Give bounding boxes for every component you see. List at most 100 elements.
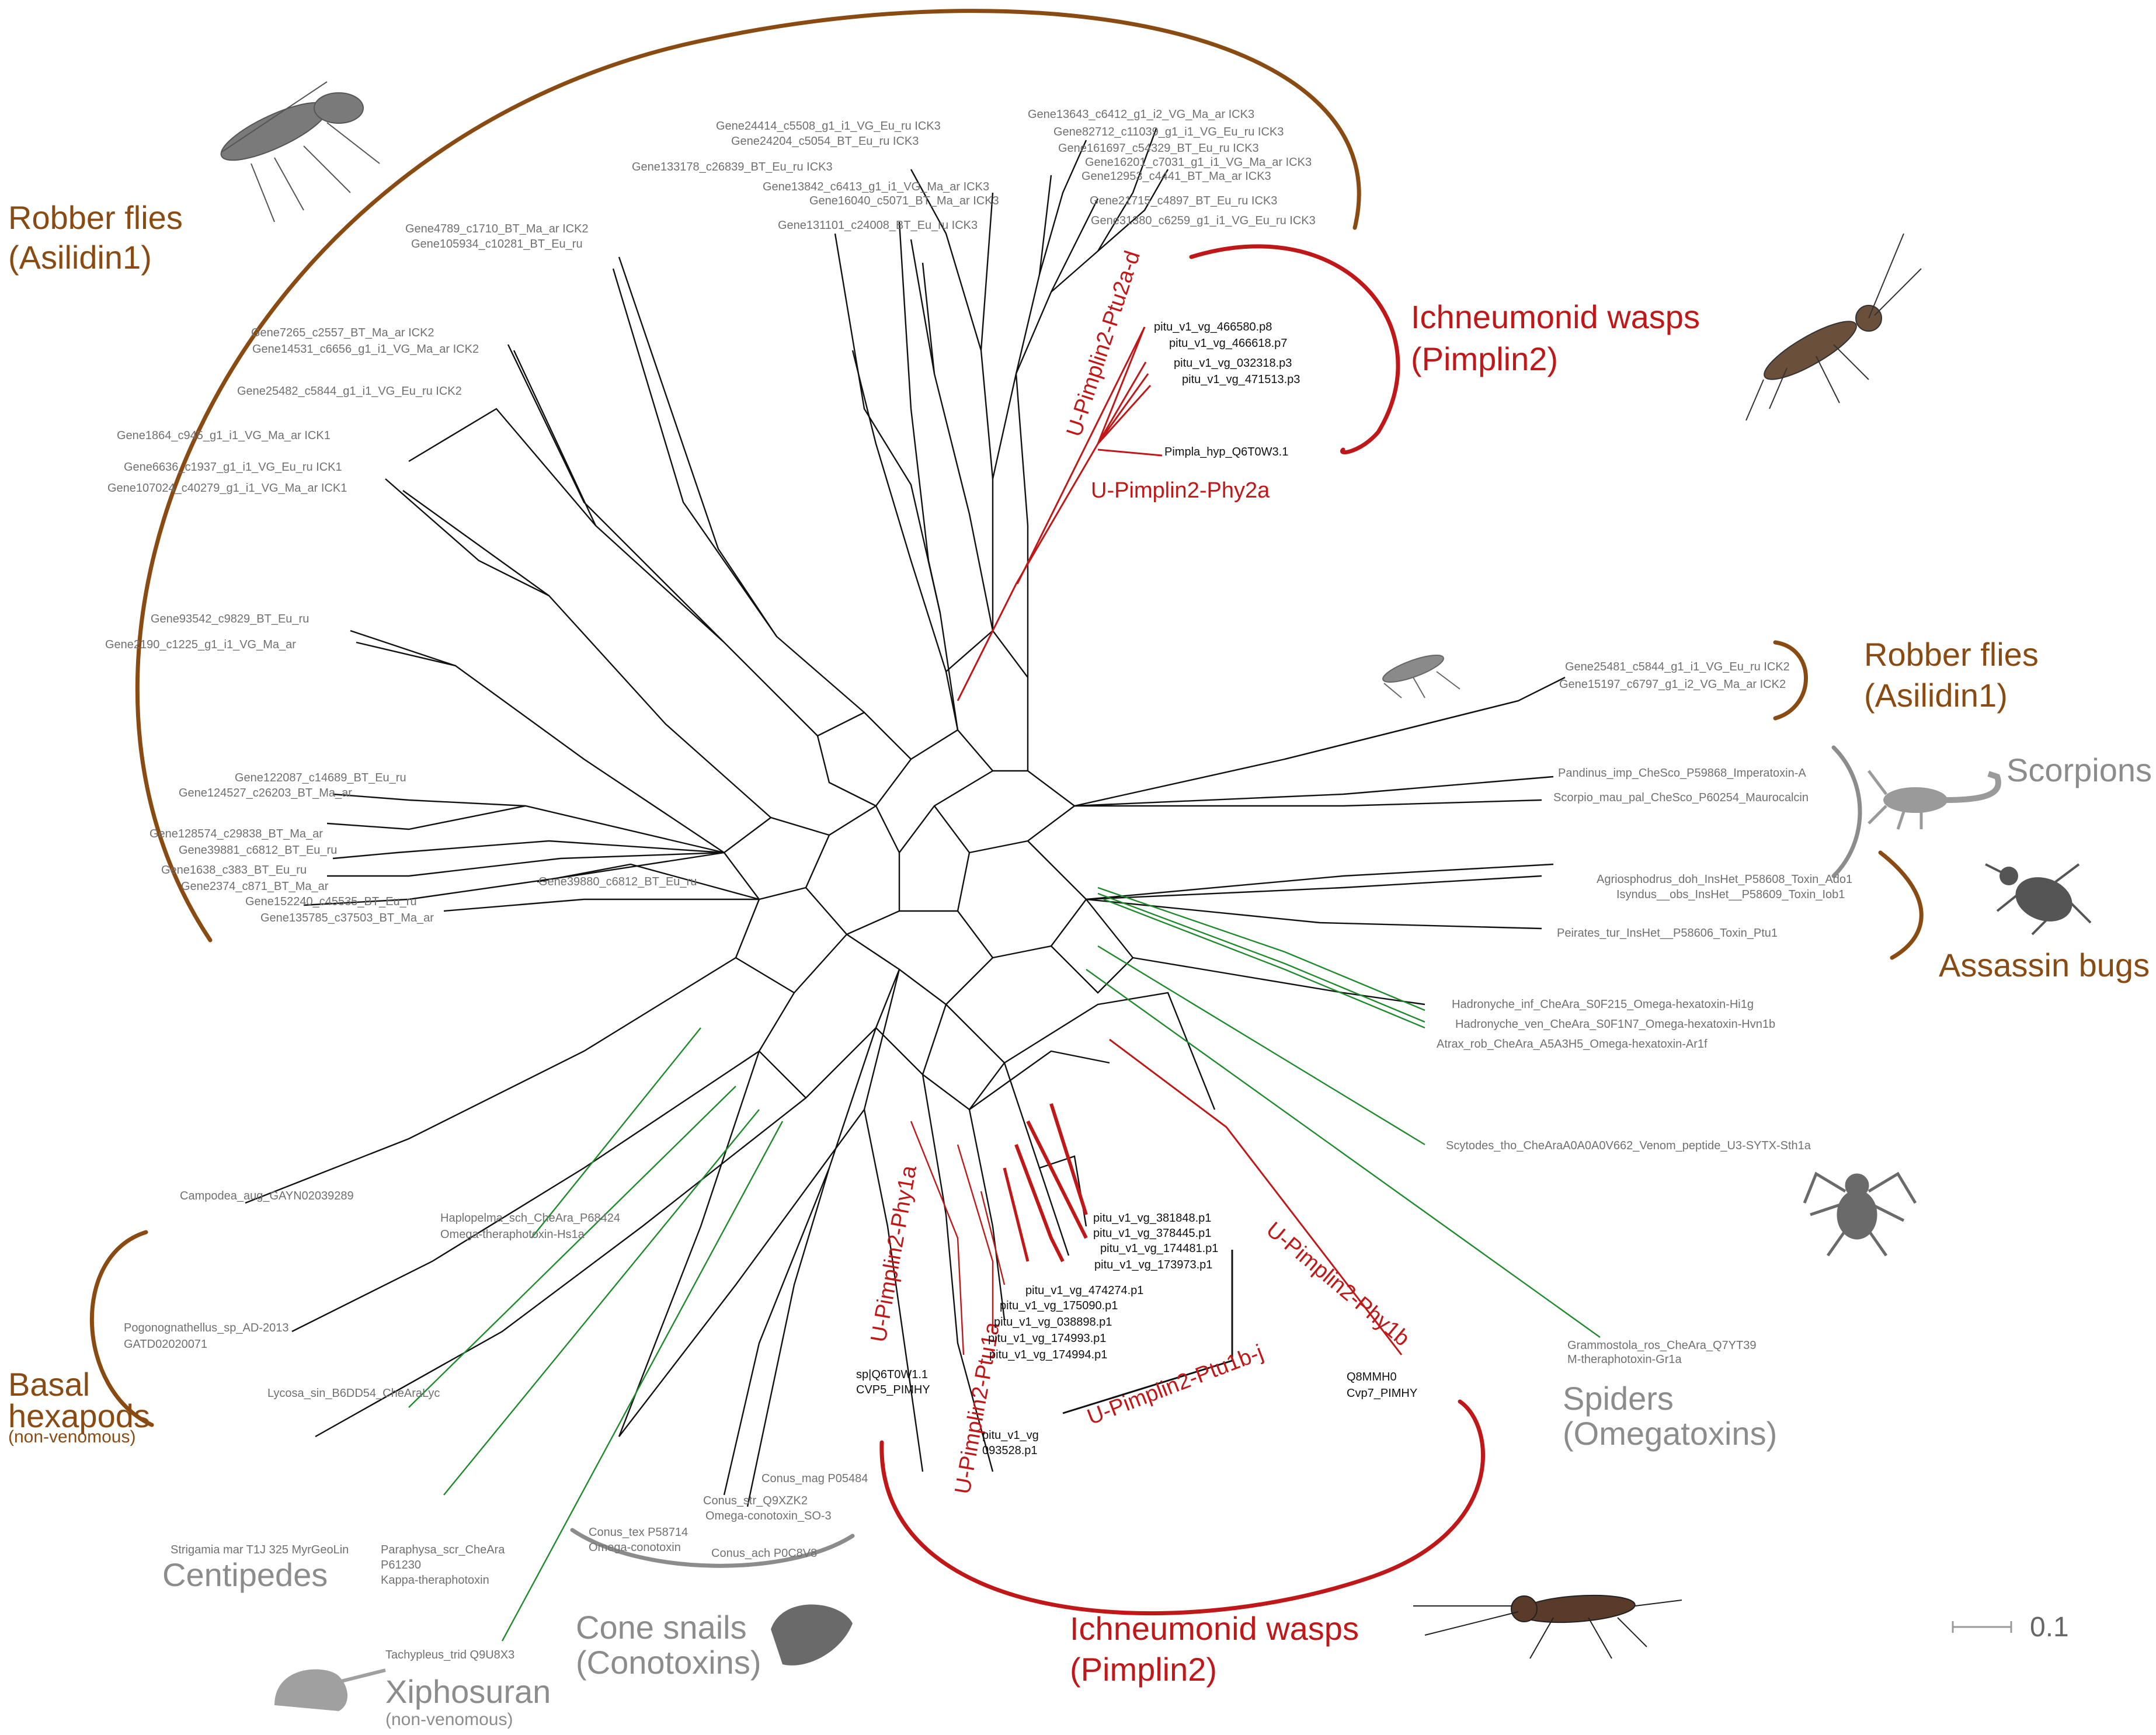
leaf: Isyndus__obs_InsHet__P58609_Toxin_Iob1 (1616, 888, 1845, 901)
leaf: Gene25482_c5844_g1_i1_VG_Eu_ru ICK2 (237, 385, 462, 398)
leaf: Gene16201_c7031_g1_i1_VG_Ma_ar ICK3 (1085, 156, 1312, 169)
ichneumonid-bottom-image (1413, 1594, 1682, 1659)
leaf: pitu_v1_vg_466618.p7 (1169, 337, 1287, 350)
clade-ptu1bj: U-Pimplin2-Ptu1b-j (1084, 1340, 1267, 1430)
leaf: Gene124527_c26203_BT_Ma_ar (179, 787, 352, 799)
leaf: Conus_mag P05484 (761, 1472, 868, 1485)
leaf: Gene161697_c54329_BT_Eu_ru ICK3 (1058, 142, 1259, 155)
clade-phy2a: U-Pimplin2-Phy2a (1091, 478, 1270, 503)
leaf: pitu_v1_vg_173973.p1 (1094, 1258, 1212, 1271)
leaf: Gene6636_c1937_g1_i1_VG_Eu_ru ICK1 (124, 461, 342, 474)
arc-cone (570, 1528, 855, 1568)
leaf: Gene4789_c1710_BT_Ma_ar ICK2 (405, 222, 589, 235)
red-branches (910, 326, 1403, 1355)
leaf: Gene25481_c5844_g1_i1_VG_Eu_ru ICK2 (1565, 660, 1790, 673)
basal-line3: (non-venomous) (8, 1427, 135, 1447)
leaf: Paraphysa_scr_CheAra (381, 1543, 505, 1556)
arc-assassin (1878, 850, 1924, 960)
ichneumonid-top-image (1745, 233, 1922, 421)
robber-right-line2: (Asilidin1) (1864, 677, 2008, 714)
spiders-line1: Spiders (1563, 1380, 1674, 1417)
leaf: Gene21715_c4897_BT_Eu_ru ICK3 (1090, 194, 1277, 207)
leaf: Peirates_tur_InsHet__P58606_Toxin_Ptu1 (1557, 927, 1778, 940)
leaf: Hadronyche_ven_CheAra_S0F1N7_Omega-hexat… (1455, 1018, 1775, 1031)
leaf: Gene16040_c5071_BT_Ma_ar ICK3 (809, 194, 999, 207)
leaf: Gene39880_c6812_BT_Eu_ru (538, 875, 697, 888)
scale-bar: 0.1 (1952, 1612, 2069, 1643)
leaf: Kappa-theraphotoxin (381, 1574, 489, 1587)
robber-fly-right-image (1382, 655, 1460, 698)
robber-top-line1: Robber flies (8, 199, 183, 236)
leaf: Gene14531_c6656_g1_i1_VG_Ma_ar ICK2 (252, 343, 479, 356)
ichneumonid-top-line1: Ichneumonid wasps (1411, 298, 1700, 335)
leaf: Gene133178_c26839_BT_Eu_ru ICK3 (632, 161, 833, 173)
leaf: Conus_tex P58714 (589, 1526, 688, 1539)
robber-fly-top-image (220, 81, 380, 222)
leaf: Gene2190_c1225_g1_i1_VG_Ma_ar (105, 638, 296, 651)
arc-basal (89, 1230, 154, 1427)
leaf: Hadronyche_inf_CheAra_S0F215_Omega-hexat… (1452, 998, 1754, 1011)
cone-line2: (Conotoxins) (576, 1644, 761, 1681)
leaf: Conus_str_Q9XZK2 (703, 1494, 808, 1507)
leaf: Conus_ach P0C8V8 (711, 1547, 817, 1560)
leaf: GATD02020071 (124, 1338, 207, 1351)
leaf: Strigamia mar T1J 325 MyrGeoLin (171, 1543, 349, 1556)
arc-ichneumonid-bottom (879, 1399, 1485, 1616)
cone-line1: Cone snails (576, 1609, 747, 1646)
leaf: Scytodes_tho_CheAraA0A0A0V662_Venom_pept… (1446, 1139, 1811, 1152)
clade-arcs (89, 9, 1924, 1616)
leaf: pitu_v1_vg (982, 1429, 1039, 1442)
leaf: CVP5_PIMHY (856, 1383, 930, 1396)
leaf: M-theraphotoxin-Gr1a (1567, 1353, 1682, 1366)
xiphosuran-line2: (non-venomous) (385, 1710, 513, 1729)
scorpion-image (1868, 770, 2001, 830)
leaf: Pandinus_imp_CheSco_P59868_Imperatoxin-A (1558, 767, 1806, 780)
leaf: Gene152240_c45535_BT_Eu_ru (245, 895, 417, 908)
leaf: Gene24204_c5054_BT_Eu_ru ICK3 (731, 135, 919, 148)
leaf: Gene13842_c6413_g1_i1_VG_Ma_ar ICK3 (763, 180, 989, 193)
basal-line1: Basal (8, 1366, 90, 1403)
leaf: Pimpla_hyp_Q6T0W3.1 (1164, 446, 1288, 458)
horseshoe-crab-image (274, 1668, 386, 1711)
clade-labels: U-Pimplin2-Ptu2a-d U-Pimplin2-Phy2a U-Pi… (867, 248, 1414, 1496)
leaf: Lycosa_sin_B6DD54_CheAraLyc (267, 1387, 440, 1400)
leaf: Scorpio_mau_pal_CheSco_P60254_Maurocalci… (1553, 791, 1809, 804)
leaf: Gene1638_c383_BT_Eu_ru (161, 864, 307, 877)
leaf: Gene12953_c4441_BT_Ma_ar ICK3 (1082, 170, 1271, 183)
leaf: pitu_v1_vg_174993.p1 (988, 1332, 1106, 1345)
leaf: Omega-theraphotoxin-Hs1a (440, 1228, 585, 1241)
leaf: pitu_v1_vg_474274.p1 (1025, 1284, 1143, 1297)
leaf: Atrax_rob_CheAra_A5A3H5_Omega-hexatoxin-… (1437, 1038, 1708, 1051)
ichneumonid-bottom-line1: Ichneumonid wasps (1070, 1610, 1359, 1647)
basal-line2: hexapods (8, 1397, 150, 1434)
leaf: Gene93542_c9829_BT_Eu_ru (151, 613, 309, 625)
leaf: 093528.p1 (982, 1444, 1038, 1457)
leaf: Gene7265_c2557_BT_Ma_ar ICK2 (251, 326, 434, 339)
leaf: Grammostola_ros_CheAra_Q7YT39 (1567, 1339, 1756, 1352)
leaf: pitu_v1_vg_038898.p1 (994, 1316, 1112, 1329)
centipedes-label: Centipedes (162, 1556, 328, 1593)
arc-robber-right (1773, 640, 1808, 721)
ichneumonid-bottom-line2: (Pimplin2) (1070, 1651, 1217, 1688)
leaf: Gene82712_c11039_g1_i1_VG_Eu_ru ICK3 (1053, 126, 1284, 138)
leaf: Gene39881_c6812_BT_Eu_ru (179, 844, 337, 857)
clade-phy1b: U-Pimplin2-Phy1b (1261, 1218, 1414, 1351)
assassin-bug-image (1985, 863, 2092, 936)
robber-right-line1: Robber flies (1864, 636, 2039, 673)
leaf: Gene107024_c40279_g1_i1_VG_Ma_ar ICK1 (107, 482, 347, 495)
arc-scorpions (1831, 745, 1862, 878)
leaf: pitu_v1_vg_378445.p1 (1093, 1227, 1211, 1240)
leaf: pitu_v1_vg_471513.p3 (1182, 373, 1300, 386)
leaf: Gene24414_c5508_g1_i1_VG_Eu_ru ICK3 (716, 120, 941, 133)
xiphosuran-line1: Xiphosuran (385, 1673, 551, 1710)
leaf: Haplopelma_sch_CheAra_P68424 (440, 1212, 620, 1225)
network-edges (245, 128, 1566, 1507)
leaf: Gene13643_c6412_g1_i2_VG_Ma_ar ICK3 (1028, 108, 1254, 121)
leaf: Omega-conotoxin_SO-3 (705, 1510, 832, 1522)
leaf: Cvp7_PIMHY (1347, 1387, 1417, 1400)
leaf: Omega-conotoxin (589, 1541, 681, 1554)
scorpions-label: Scorpions (2007, 752, 2152, 788)
ichneumonid-top-line2: (Pimplin2) (1411, 340, 1558, 377)
leaf: Gene31380_c6259_g1_i1_VG_Eu_ru ICK3 (1091, 214, 1316, 227)
